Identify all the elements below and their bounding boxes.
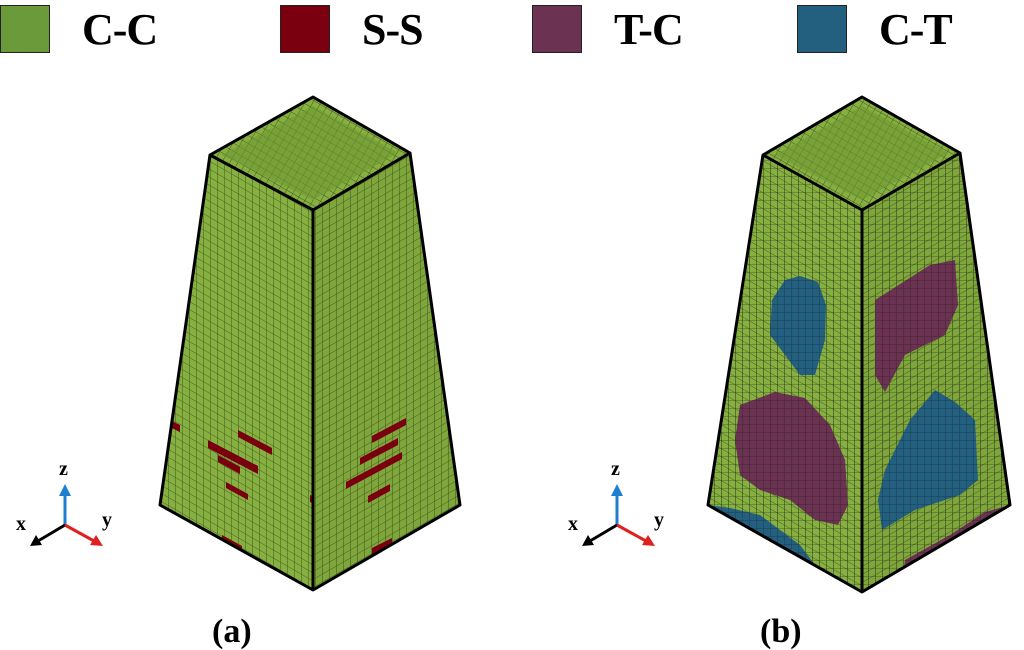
x-axis-label: x	[16, 513, 26, 535]
panel-label-a: (a)	[212, 613, 252, 650]
x-axis-arrow	[37, 523, 66, 543]
legend-swatch-cc	[0, 5, 50, 53]
patches-b-left	[708, 155, 862, 592]
panel-label-b: (b)	[760, 613, 802, 650]
x-arrowhead-icon	[582, 535, 594, 546]
legend-label-ct: C-T	[879, 4, 953, 54]
y-axis-arrow	[64, 523, 95, 543]
y-axis-label: y	[102, 509, 112, 531]
frustum-b	[706, 95, 1012, 594]
frustum-a-edges	[158, 95, 462, 592]
frustum-a-right-face	[313, 153, 460, 590]
legend-item-cc: C-C	[0, 3, 158, 55]
x-axis-arrow	[589, 523, 618, 543]
z-arrowhead-icon	[59, 484, 71, 496]
legend-swatch-tc	[532, 5, 582, 53]
legend-item-ct: C-T	[797, 3, 953, 55]
frustum-b-edges	[706, 95, 1012, 594]
x-axis-label: x	[568, 513, 578, 535]
axis-triad-b: z x y	[568, 458, 664, 546]
patches-b-right	[862, 153, 1010, 592]
z-axis-label: z	[611, 458, 620, 480]
y-arrowhead-icon	[90, 535, 103, 546]
legend-swatch-ct	[797, 5, 847, 53]
z-arrowhead-icon	[611, 484, 623, 496]
legend-item-tc: T-C	[532, 3, 684, 55]
y-arrowhead-icon	[642, 535, 655, 546]
frustum-b-inner-wall	[775, 106, 948, 200]
legend-swatch-ss	[280, 5, 330, 53]
y-axis-label: y	[654, 509, 664, 531]
axis-triad-a: z x y	[16, 458, 112, 546]
legend-label-tc: T-C	[614, 4, 684, 54]
frustum-a	[158, 95, 462, 592]
frustum-a-left-face	[160, 155, 313, 590]
ss-elements-a-right	[346, 418, 406, 556]
legend-label-cc: C-C	[82, 4, 158, 54]
z-axis-label: z	[59, 458, 68, 480]
y-axis-arrow	[616, 523, 647, 543]
legend-label-ss: S-S	[362, 4, 424, 54]
x-arrowhead-icon	[30, 535, 42, 546]
legend-item-ss: S-S	[280, 3, 424, 55]
frustum-a-inner-wall	[222, 106, 398, 200]
